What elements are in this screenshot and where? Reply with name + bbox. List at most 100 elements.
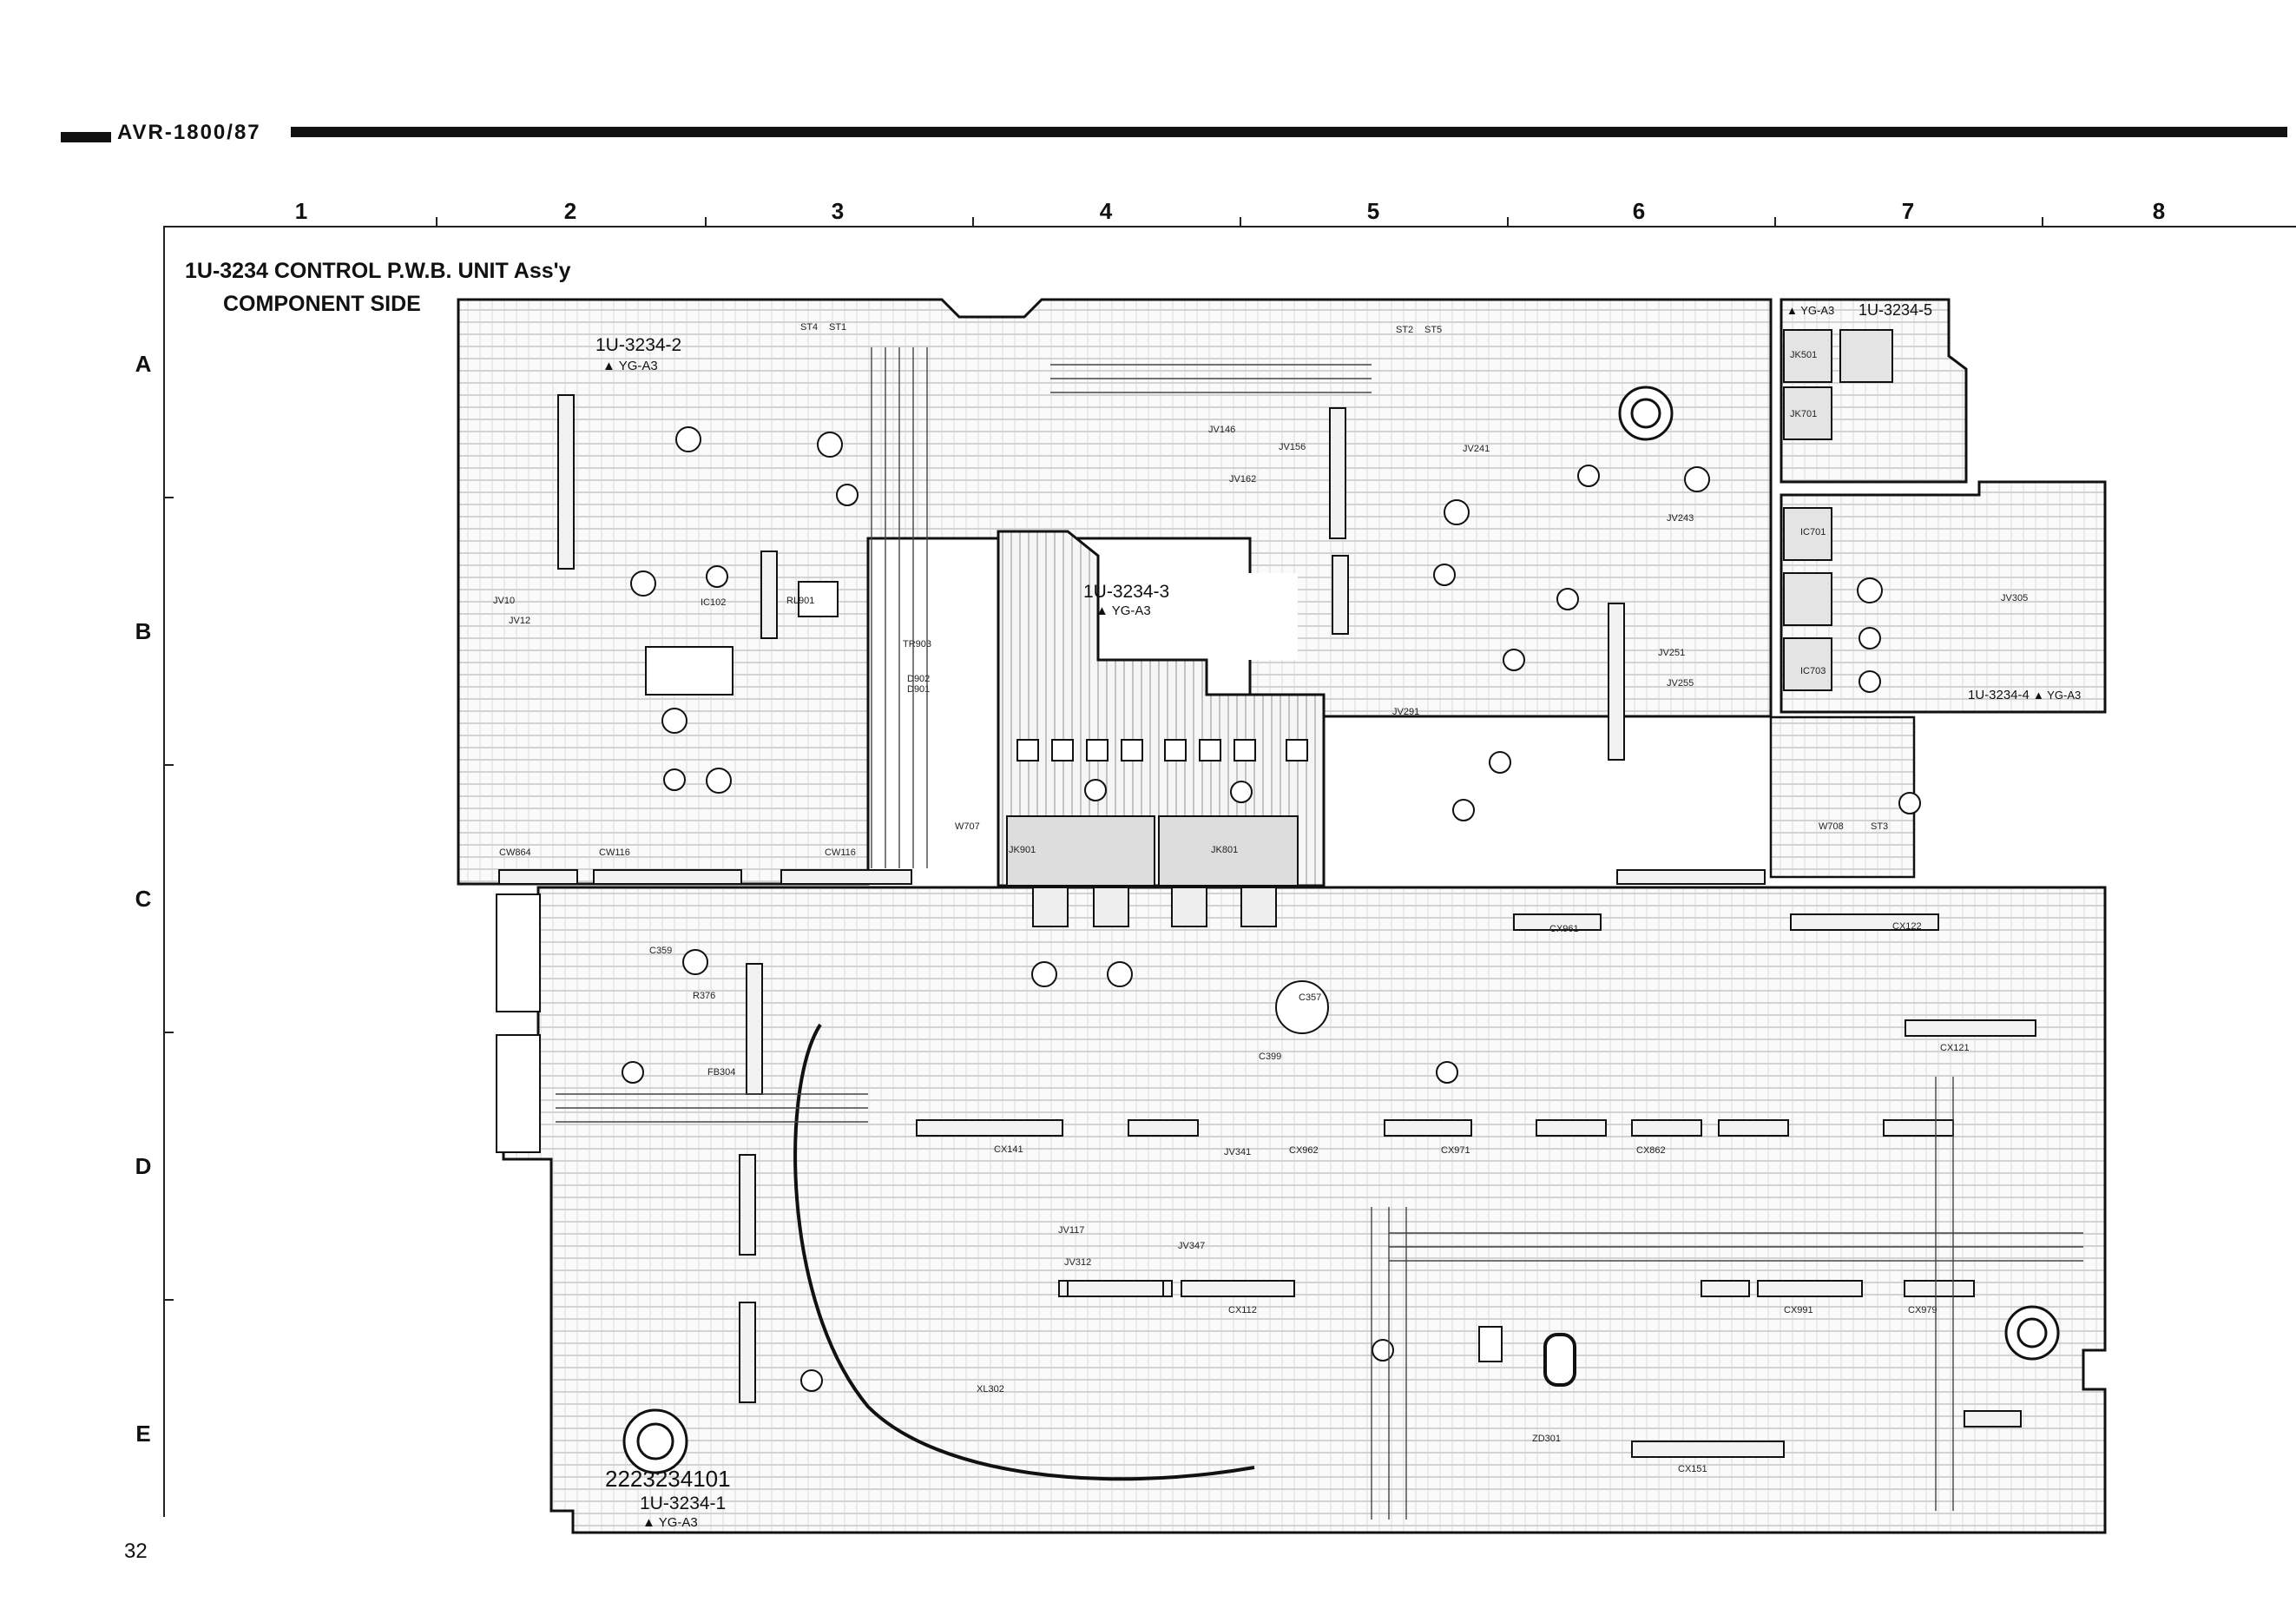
grid-tick (163, 497, 174, 498)
board-cutout (1211, 573, 1298, 660)
designator: ST3 (1871, 821, 1888, 832)
designator: CX121 (1940, 1043, 1970, 1053)
grid-col-6: 6 (1632, 198, 1646, 224)
designator: FB304 (707, 1067, 735, 1078)
crystal (1543, 1333, 1576, 1387)
sub-board-mark-2: ▲ YG-A3 (602, 359, 658, 373)
grid-col-5: 5 (1366, 198, 1380, 224)
designator: C357 (1299, 992, 1321, 1003)
grid-col-3: 3 (831, 198, 845, 224)
grid-tick (163, 1299, 174, 1301)
jack-block (1171, 887, 1207, 927)
designator: C359 (649, 946, 672, 956)
grid-col-4: 4 (1099, 198, 1113, 224)
designator: CW864 (499, 847, 531, 858)
designator: JV251 (1658, 648, 1685, 658)
grid-tick (2042, 217, 2043, 227)
grid-frame-top (163, 226, 2296, 227)
header-rule-right (291, 127, 2287, 137)
model-title: AVR-1800/87 (117, 121, 261, 144)
designator: JV146 (1208, 425, 1235, 435)
jack-block (1158, 815, 1299, 887)
sub-board-labels: 1U-3234-2 ▲ YG-A3 1U-3234-3 ▲ YG-A3 1U-3… (595, 301, 2081, 1530)
crystal (1478, 1326, 1503, 1362)
mounting-holes (622, 386, 2060, 1474)
designator: JK701 (1790, 409, 1817, 419)
designator: RL901 (786, 596, 814, 606)
sub-board-id-2: 1U-3234-2 (595, 335, 681, 355)
designator: JV305 (2001, 593, 2028, 603)
grid-tick (1507, 217, 1509, 227)
jack-block (1006, 815, 1155, 887)
designator: CX991 (1784, 1305, 1813, 1315)
designator: XL302 (977, 1384, 1004, 1395)
ic-package (645, 646, 734, 696)
header-rule-left (61, 132, 111, 142)
designator: ZD301 (1532, 1434, 1561, 1444)
designator: CX122 (1892, 921, 1922, 932)
jumper-arc (793, 1023, 1255, 1481)
designator: JV10 (493, 596, 515, 606)
grid-row-d: D (135, 1153, 152, 1179)
board-outline-b4-lower (1769, 715, 1916, 879)
designator: CX862 (1636, 1145, 1666, 1156)
sub-board-mark-3: ▲ YG-A3 (1095, 603, 1151, 618)
designator: CX979 (1908, 1305, 1937, 1315)
sub-board-id-3: 1U-3234-3 (1083, 582, 1169, 602)
designator: JV243 (1667, 513, 1694, 524)
sub-board-id-4: 1U-3234-4 (1968, 688, 2030, 702)
designator: JV241 (1463, 444, 1490, 454)
designator: JV156 (1279, 442, 1306, 452)
connectors (498, 394, 2036, 1458)
designator: ST5 (1424, 325, 1442, 335)
designator: IC701 (1800, 527, 1826, 537)
designator: W707 (955, 821, 980, 832)
jack-block (1240, 887, 1277, 927)
grid-col-8: 8 (2152, 198, 2166, 224)
designator: CX962 (1289, 1145, 1319, 1156)
designator: CW116 (825, 847, 856, 858)
relay (798, 581, 839, 617)
jack-block (1093, 887, 1129, 927)
designator: JV12 (509, 616, 530, 626)
rca-jacks (1783, 329, 1893, 691)
designator: IC102 (701, 597, 726, 608)
grid-tick (436, 217, 437, 227)
designator: CX971 (1441, 1145, 1470, 1156)
sub-board-mark-4: ▲ YG-A3 (2033, 689, 2081, 702)
sub-board-mark-1: ▲ YG-A3 (642, 1515, 698, 1530)
designator: JV347 (1178, 1241, 1205, 1251)
capacitor-row (1016, 739, 1308, 762)
designator: JV341 (1224, 1147, 1251, 1157)
board-subtitle: COMPONENT SIDE (223, 292, 421, 316)
grid-tick (1774, 217, 1776, 227)
trace-lines (556, 347, 2083, 1520)
designator: CX151 (1678, 1464, 1707, 1474)
grid-row-b: B (135, 618, 152, 644)
grid-row-c: C (135, 886, 152, 912)
designator: CX141 (994, 1144, 1023, 1155)
designator: IC703 (1800, 666, 1826, 676)
jack-block (1032, 887, 1069, 927)
designator: ST1 (829, 322, 846, 333)
designator: JK901 (1009, 845, 1036, 855)
designator: CW116 (599, 847, 630, 858)
designator: C399 (1259, 1052, 1281, 1062)
designator: JV312 (1064, 1257, 1091, 1268)
grid-tick (972, 217, 974, 227)
board-title: 1U-3234 CONTROL P.W.B. UNIT Ass'y (185, 259, 571, 283)
page-number: 32 (124, 1540, 148, 1563)
sub-board-mark-5: ▲ YG-A3 (1786, 304, 1834, 317)
designator: JK801 (1211, 845, 1238, 855)
designator: W708 (1819, 821, 1844, 832)
designator: JV162 (1229, 474, 1256, 485)
grid-tick (1240, 217, 1241, 227)
electrolytic-capacitors (622, 426, 1921, 1392)
designator: ST2 (1396, 325, 1413, 335)
designator: JV291 (1392, 707, 1419, 717)
designator: JV117 (1058, 1225, 1084, 1236)
sub-board-id-5: 1U-3234-5 (1859, 301, 1932, 319)
designator: ST4 (800, 322, 818, 333)
designator: CX961 (1549, 924, 1579, 934)
